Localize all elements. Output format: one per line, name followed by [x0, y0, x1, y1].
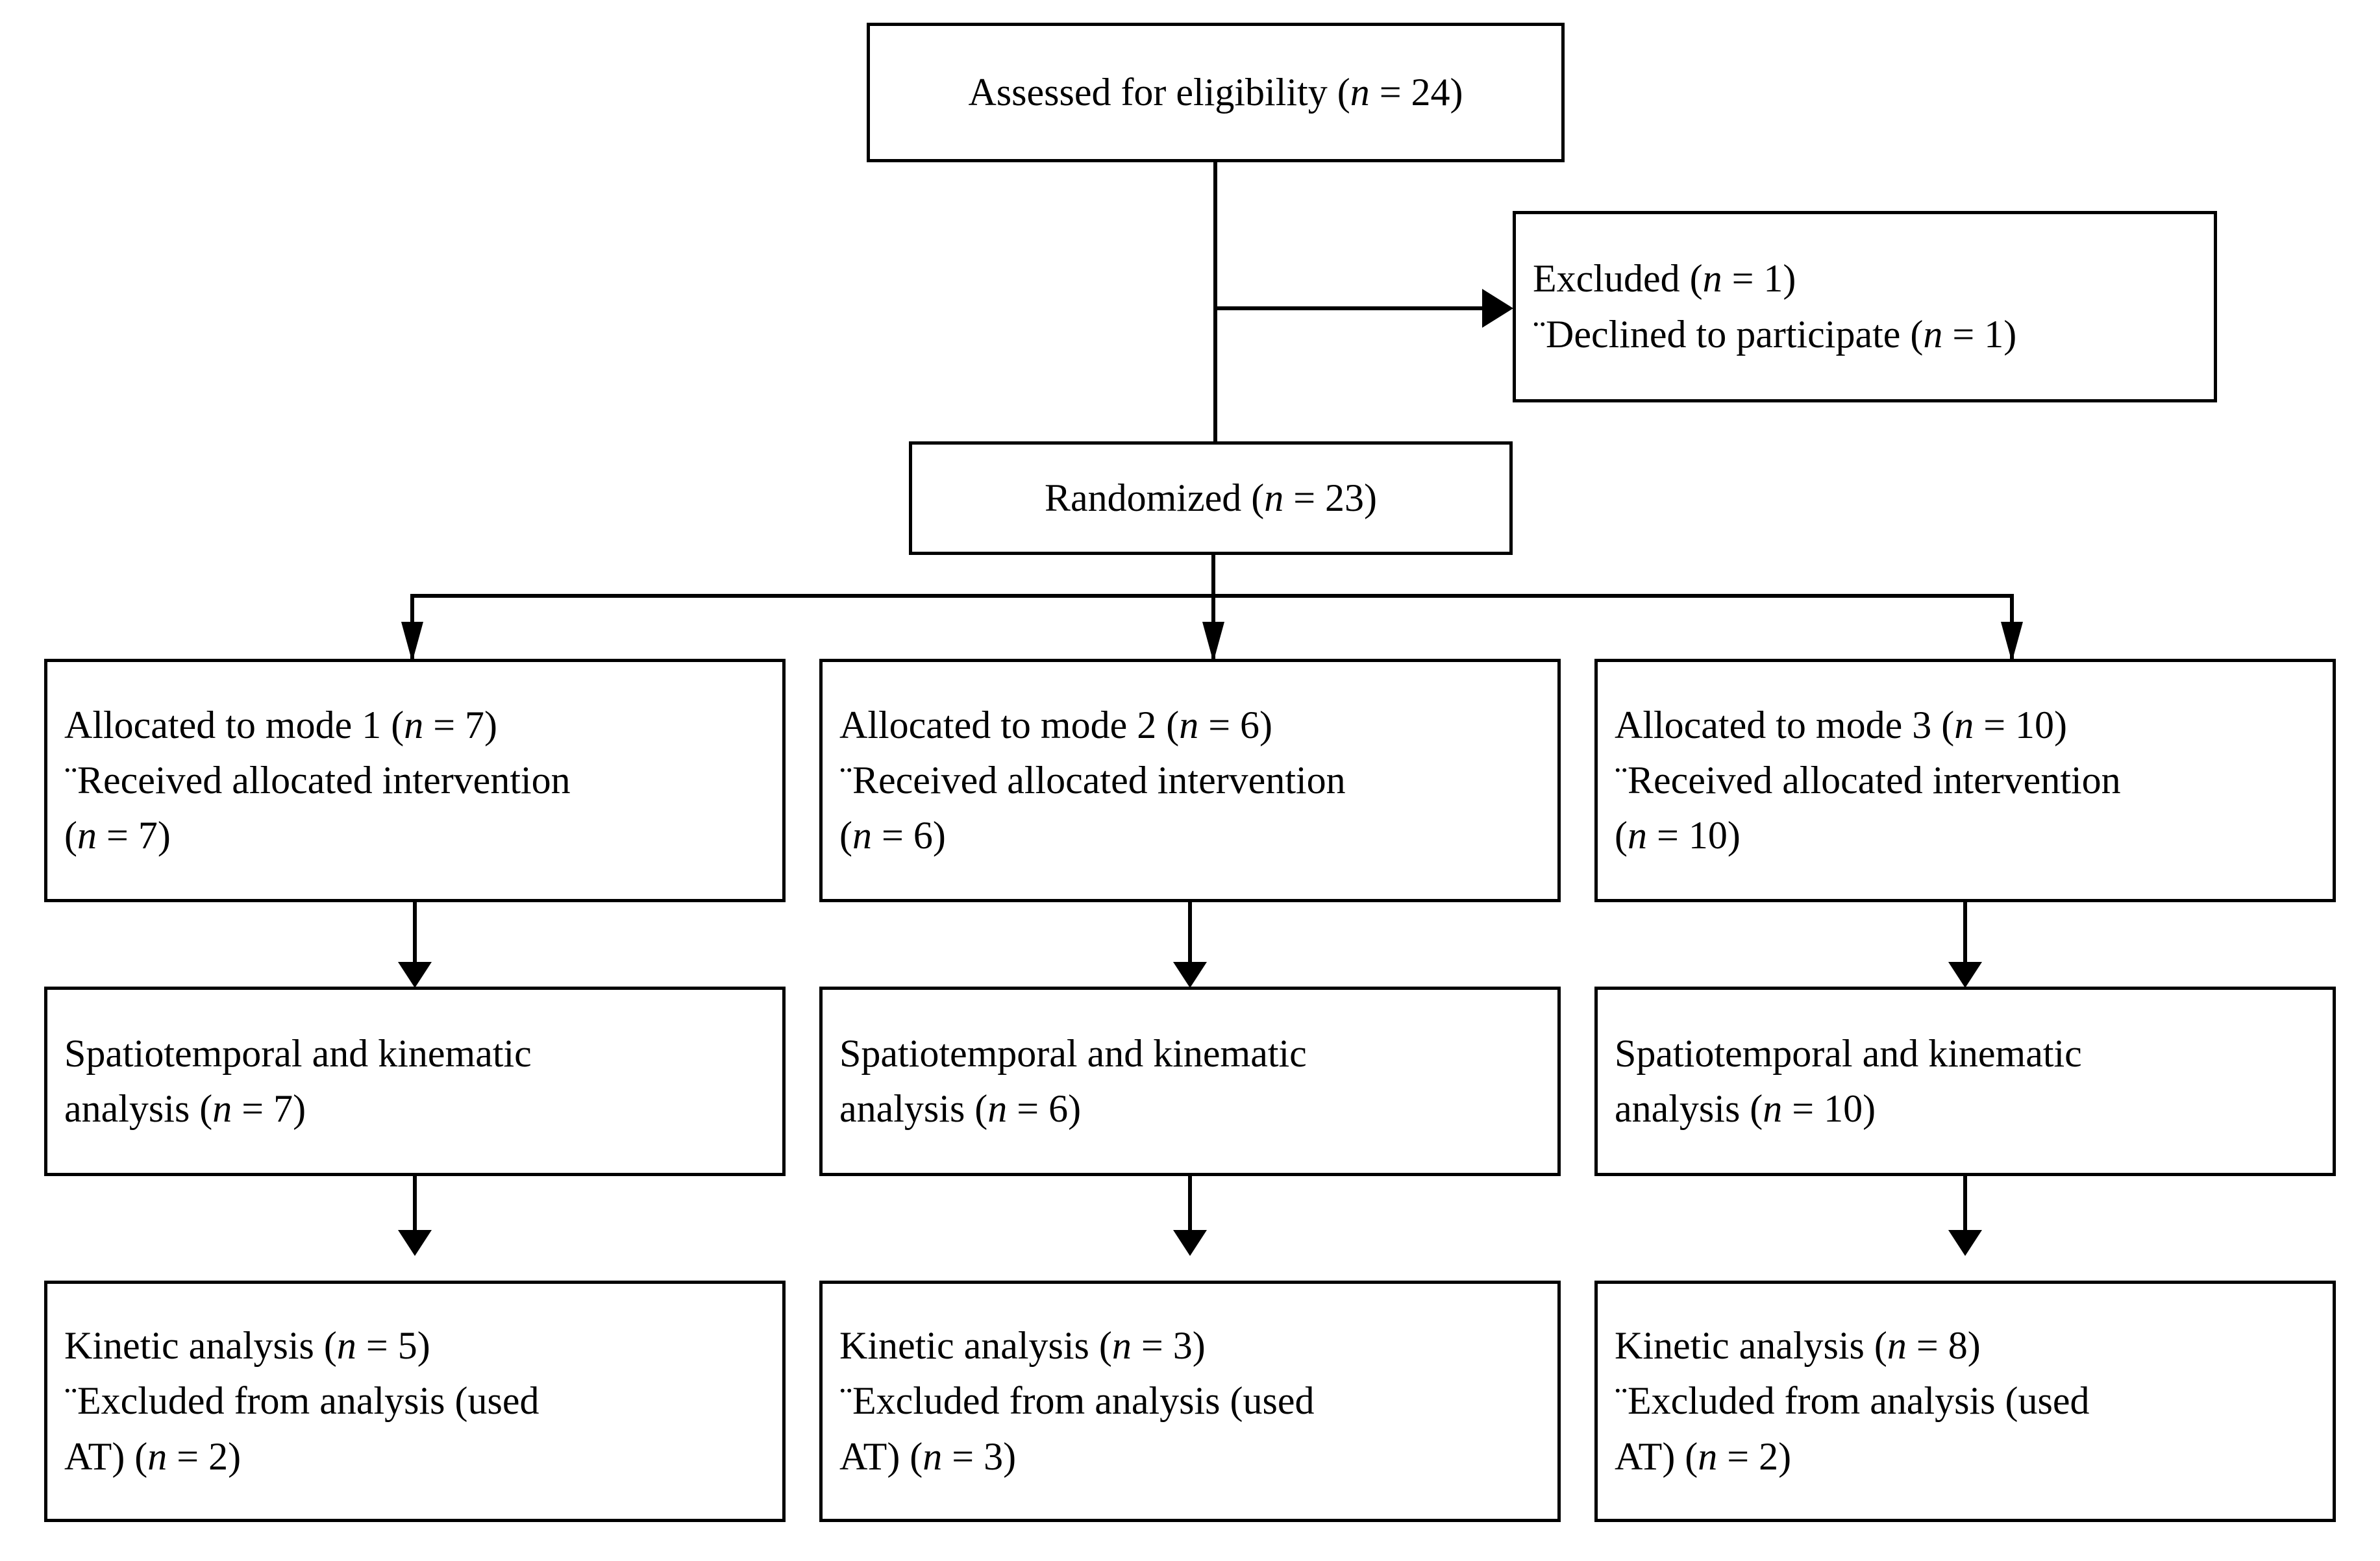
italic-variable-n: n [404, 703, 424, 746]
text-line: analysis (n = 10) [1615, 1087, 1876, 1130]
kinetic-1-text-block: Kinetic analysis (n = 5) ¨Excluded from a… [47, 1318, 782, 1484]
text-line: ¨Excluded from analysis (used [839, 1379, 1315, 1423]
allocated-mode-1-text-block: Allocated to mode 1 (n = 7) ¨Received all… [47, 698, 782, 864]
text-line: Assessed for eligibility (n = 24) [968, 70, 1463, 114]
italic-variable-n: n [1264, 476, 1284, 519]
connector-spatio1-to-kinetic1 [413, 1176, 417, 1235]
node-assessed-for-eligibility: Assessed for eligibility (n = 24) [867, 23, 1565, 162]
connector-alloc2-to-spatio2 [1188, 902, 1192, 967]
text-line: ¨Received allocated intervention [839, 758, 1346, 802]
node-randomized: Randomized (n = 23) [909, 441, 1513, 555]
text-line: Spatiotemporal and kinematic [1615, 1031, 2082, 1075]
arrow-to-excluded-icon [1482, 289, 1513, 328]
connector-spatio2-to-kinetic2 [1188, 1176, 1192, 1235]
allocated-mode-2-text-block: Allocated to mode 2 (n = 6) ¨Received all… [823, 698, 1557, 864]
italic-variable-n: n [147, 1434, 167, 1478]
text-line: (n = 10) [1615, 814, 1741, 857]
kinetic-3-text-block: Kinetic analysis (n = 8) ¨Excluded from a… [1598, 1318, 2333, 1484]
italic-variable-n: n [1887, 1324, 1907, 1368]
italic-variable-n: n [1923, 312, 1943, 356]
bullet-icon: ¨ [64, 1379, 77, 1423]
italic-variable-n: n [1627, 814, 1647, 857]
text-line: Allocated to mode 1 (n = 7) [64, 703, 498, 746]
text-line: Allocated to mode 2 (n = 6) [839, 703, 1273, 746]
randomized-text-block: Randomized (n = 23) [912, 471, 1509, 526]
italic-variable-n: n [1763, 1087, 1783, 1130]
connector-assessed-to-excluded [1213, 306, 1486, 310]
spatiotemporal-1-text-block: Spatiotemporal and kinematic analysis (n … [47, 1026, 782, 1137]
node-spatiotemporal-kinematic-3: Spatiotemporal and kinematic analysis (n … [1594, 987, 2336, 1176]
connector-assessed-to-randomized [1213, 162, 1217, 441]
text-line: ¨Received allocated intervention [64, 758, 571, 802]
italic-variable-n: n [923, 1434, 943, 1478]
arrow-to-spatiotemporal-3-icon [1948, 962, 1982, 988]
italic-variable-n: n [987, 1087, 1008, 1130]
node-allocated-mode-3: Allocated to mode 3 (n = 10) ¨Received al… [1594, 659, 2336, 902]
bullet-icon: ¨ [1615, 1379, 1628, 1423]
text-line: (n = 6) [839, 814, 946, 857]
italic-variable-n: n [852, 814, 872, 857]
text-line: AT) (n = 2) [1615, 1434, 1792, 1478]
bullet-icon: ¨ [839, 1379, 852, 1423]
text-line: Randomized (n = 23) [1044, 476, 1378, 519]
italic-variable-n: n [212, 1087, 232, 1130]
node-kinetic-analysis-3: Kinetic analysis (n = 8) ¨Excluded from a… [1594, 1281, 2336, 1522]
italic-variable-n: n [1179, 703, 1199, 746]
text-line: ¨Received allocated intervention [1615, 758, 2121, 802]
text-line: Kinetic analysis (n = 3) [839, 1324, 1206, 1368]
connector-alloc1-to-spatio1 [413, 902, 417, 967]
assessed-text-block: Assessed for eligibility (n = 24) [870, 65, 1561, 120]
arrow-to-kinetic-1-icon [398, 1230, 432, 1256]
connector-alloc3-to-spatio3 [1963, 902, 1967, 967]
text-line: ¨Excluded from analysis (used [64, 1379, 539, 1423]
text-line: ¨Declined to participate (n = 1) [1533, 312, 2017, 356]
arrow-to-kinetic-2-icon [1173, 1230, 1207, 1256]
connector-randomized-stem [1211, 555, 1215, 596]
arrow-to-spatiotemporal-2-icon [1173, 962, 1207, 988]
arrow-to-allocated-mode-1-icon [401, 622, 423, 662]
arrow-to-kinetic-3-icon [1948, 1230, 1982, 1256]
node-kinetic-analysis-2: Kinetic analysis (n = 3) ¨Excluded from a… [819, 1281, 1561, 1522]
bullet-icon: ¨ [839, 758, 852, 802]
arrow-to-spatiotemporal-1-icon [398, 962, 432, 988]
allocated-mode-3-text-block: Allocated to mode 3 (n = 10) ¨Received al… [1598, 698, 2333, 864]
node-spatiotemporal-kinematic-1: Spatiotemporal and kinematic analysis (n … [44, 987, 786, 1176]
text-line: AT) (n = 2) [64, 1434, 242, 1478]
bullet-icon: ¨ [1615, 758, 1628, 802]
text-line: Kinetic analysis (n = 5) [64, 1324, 430, 1368]
excluded-text-block: Excluded (n = 1) ¨Declined to participate… [1516, 251, 2214, 362]
italic-variable-n: n [1954, 703, 1974, 746]
italic-variable-n: n [77, 814, 97, 857]
text-line: Spatiotemporal and kinematic [64, 1031, 532, 1075]
italic-variable-n: n [1698, 1434, 1718, 1478]
italic-variable-n: n [1111, 1324, 1132, 1368]
connector-spatio3-to-kinetic3 [1963, 1176, 1967, 1235]
node-excluded: Excluded (n = 1) ¨Declined to participate… [1513, 211, 2217, 402]
spatiotemporal-3-text-block: Spatiotemporal and kinematic analysis (n … [1598, 1026, 2333, 1137]
text-line: Allocated to mode 3 (n = 10) [1615, 703, 2068, 746]
text-line: (n = 7) [64, 814, 171, 857]
italic-variable-n: n [336, 1324, 356, 1368]
arrow-to-allocated-mode-3-icon [2001, 622, 2023, 662]
italic-variable-n: n [1702, 257, 1722, 301]
text-line: analysis (n = 6) [839, 1087, 1082, 1130]
text-line: Excluded (n = 1) [1533, 257, 1796, 301]
bullet-icon: ¨ [64, 758, 77, 802]
italic-variable-n: n [1350, 70, 1370, 114]
node-spatiotemporal-kinematic-2: Spatiotemporal and kinematic analysis (n … [819, 987, 1561, 1176]
text-line: Spatiotemporal and kinematic [839, 1031, 1307, 1075]
text-line: AT) (n = 3) [839, 1434, 1017, 1478]
node-allocated-mode-1: Allocated to mode 1 (n = 7) ¨Received all… [44, 659, 786, 902]
node-allocated-mode-2: Allocated to mode 2 (n = 6) ¨Received all… [819, 659, 1561, 902]
text-line: Kinetic analysis (n = 8) [1615, 1324, 1981, 1368]
kinetic-2-text-block: Kinetic analysis (n = 3) ¨Excluded from a… [823, 1318, 1557, 1484]
spatiotemporal-2-text-block: Spatiotemporal and kinematic analysis (n … [823, 1026, 1557, 1137]
text-line: ¨Excluded from analysis (used [1615, 1379, 2090, 1423]
text-line: analysis (n = 7) [64, 1087, 306, 1130]
arrow-to-allocated-mode-2-icon [1202, 622, 1224, 662]
bullet-icon: ¨ [1533, 312, 1546, 356]
node-kinetic-analysis-1: Kinetic analysis (n = 5) ¨Excluded from a… [44, 1281, 786, 1522]
